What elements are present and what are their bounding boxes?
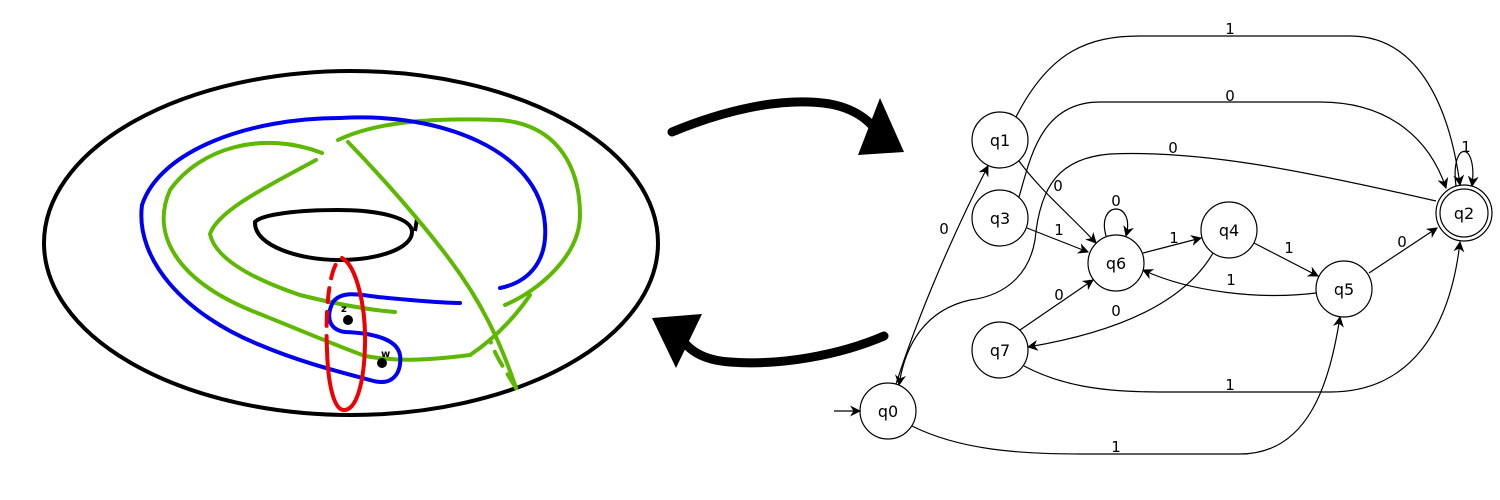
state-q1-label: q1 [990, 131, 1010, 150]
state-q2-circle [1435, 184, 1493, 242]
transition-q3-q6 [1026, 227, 1090, 254]
state-q2-label: q2 [1454, 204, 1474, 223]
transition-label-q6-q4: 1 [1169, 229, 1179, 247]
green-curve [161, 117, 583, 390]
state-q4-circle [1200, 201, 1258, 259]
transition-label-q7-q6: 0 [1054, 286, 1064, 304]
transition-label-q4-q5: 1 [1284, 239, 1294, 257]
state-q2-accepting-ring [1439, 188, 1489, 238]
state-q1: q1 [971, 111, 1029, 169]
transition-q5-q2 [1368, 227, 1438, 274]
state-q5-label: q5 [1334, 280, 1354, 299]
transition-q7-q2 [1023, 240, 1465, 393]
transition-q5-q6 [1142, 269, 1317, 297]
torus-hole-outline [253, 207, 415, 263]
arrow-right-icon [667, 97, 904, 155]
transition-label-q4-q7: 0 [1111, 302, 1121, 320]
transition-q7-q6 [1019, 279, 1094, 331]
state-q6: q6 [1087, 234, 1145, 292]
state-q4: q4 [1200, 201, 1258, 259]
transition-label-q0-q1: 0 [939, 220, 949, 238]
point-w-dot [377, 358, 387, 368]
state-q5-circle [1315, 260, 1373, 318]
transition-q6-q6 [1103, 208, 1134, 238]
transition-label-q1-q2: 1 [1225, 20, 1235, 38]
transitions [895, 35, 1479, 455]
transition-q3-q2 [1018, 101, 1449, 198]
transition-label-q5-q6: 1 [1226, 271, 1236, 289]
point-z: z [341, 304, 353, 325]
torus-outer-outline [42, 69, 660, 417]
state-q6-label: q6 [1106, 254, 1126, 273]
transition-label-q0-q5: 1 [1111, 438, 1121, 456]
state-q3-label: q3 [990, 209, 1010, 228]
transition-q0-q1 [895, 165, 989, 385]
state-q7-circle [971, 321, 1029, 379]
transition-q2-q2 [1454, 151, 1479, 188]
transition-q4-q7 [1026, 252, 1214, 351]
transition-q1-q2 [1015, 35, 1465, 187]
transition-label-q2-q0: 0 [1168, 139, 1178, 157]
automaton: 1 0 0 1 0 0 1 1 1 0 1 0 0 0 1 1 q0 q1 q2 q3 q4 q5 q6 q7 [834, 20, 1493, 456]
blue-curve [139, 115, 548, 384]
state-q0-label: q0 [878, 402, 898, 421]
transition-q0-q5 [911, 315, 1344, 455]
state-q3-circle [971, 189, 1029, 247]
states: q0 q1 q2 q3 q4 q5 q6 q7 [834, 111, 1493, 440]
red-curve [324, 256, 368, 413]
transition-q4-q5 [1253, 242, 1319, 277]
state-q1-circle [971, 111, 1029, 169]
transition-label-q2-q2: 1 [1461, 138, 1471, 156]
transition-labels: 1 0 0 1 0 0 1 1 1 0 1 0 0 0 1 1 [939, 20, 1471, 456]
state-q7-label: q7 [990, 341, 1010, 360]
state-q3: q3 [971, 189, 1029, 247]
transition-label-q1-q6: 0 [1053, 177, 1063, 195]
transition-label-q7-q2: 1 [1225, 376, 1235, 394]
state-q7: q7 [971, 321, 1029, 379]
transition-q6-q4 [1142, 235, 1203, 254]
state-q0: q0 [834, 382, 917, 440]
transition-label-q3-q6: 1 [1054, 221, 1064, 239]
state-q6-circle [1087, 234, 1145, 292]
transition-q1-q6 [1018, 160, 1097, 244]
surface-points: z w [341, 304, 390, 368]
state-q5: q5 [1315, 260, 1373, 318]
point-w: w [377, 349, 390, 368]
point-w-label: w [381, 349, 390, 360]
arrow-left-icon [652, 314, 889, 368]
transition-label-q6-q6: 0 [1111, 192, 1121, 210]
state-q4-label: q4 [1219, 221, 1239, 240]
torus-surface: z w [42, 69, 660, 417]
transition-label-q3-q2: 0 [1225, 87, 1235, 105]
transition-q2-q0 [895, 152, 1437, 387]
transition-label-q5-q2: 0 [1397, 233, 1407, 251]
point-z-dot [343, 315, 353, 325]
state-q2: q2 [1435, 184, 1493, 242]
point-z-label: z [341, 304, 347, 315]
